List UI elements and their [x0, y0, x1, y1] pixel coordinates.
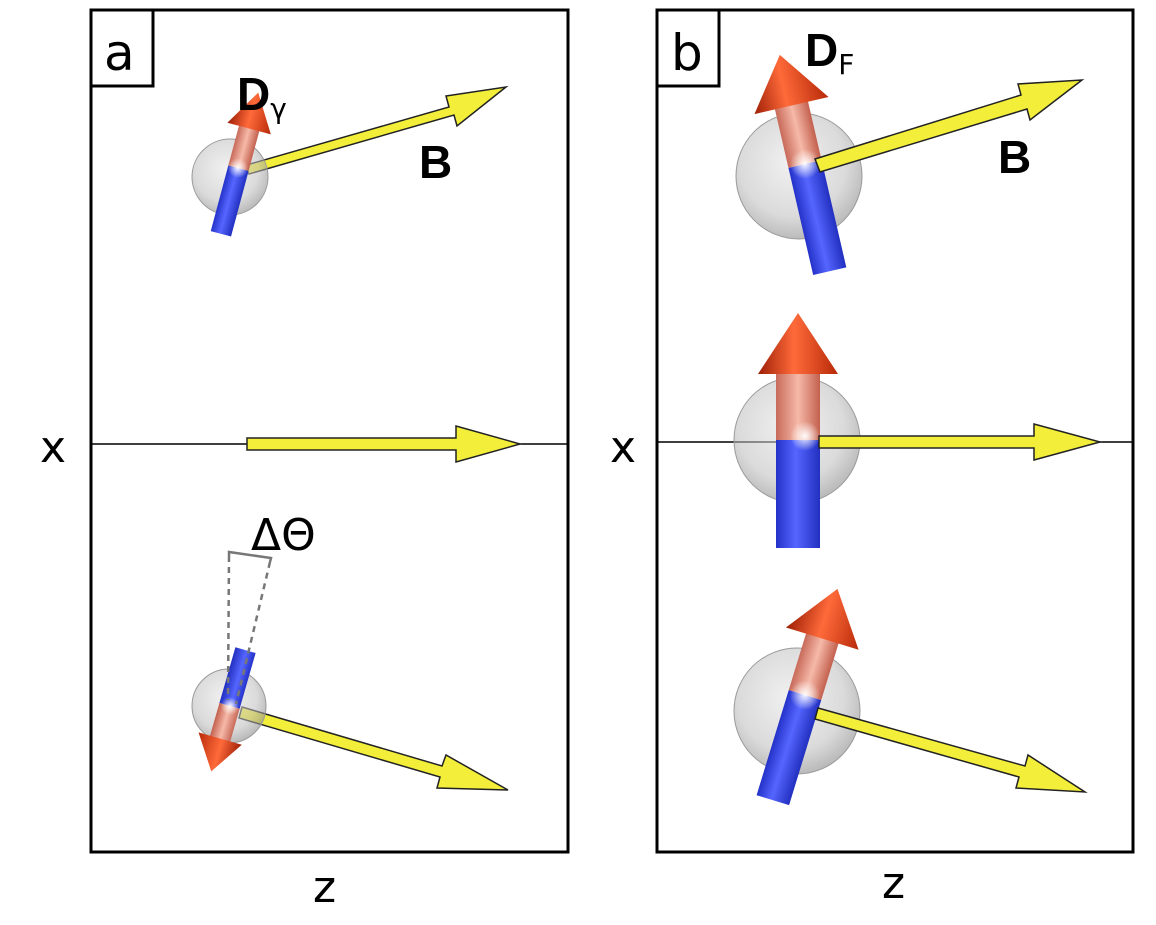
panel-b-dipole-bottom-blue	[756, 690, 822, 806]
panel-b: b x z	[610, 8, 1135, 909]
panel-a-dipole-symbol: D	[237, 68, 270, 120]
panel-a-field-arrow-top	[241, 85, 509, 175]
panel-a-dipole-subscript: γ	[270, 92, 287, 125]
panel-b-tag: b	[671, 24, 703, 82]
panel-b-field-arrow-middle	[818, 423, 1103, 461]
panel-b-dipole-top-blue	[788, 160, 847, 276]
panel-b-x-axis-label: x	[610, 422, 636, 473]
panel-a-dipole-top	[191, 92, 271, 237]
panel-a-tag: a	[104, 24, 135, 82]
panel-a-dipole-top-arrowhead	[227, 92, 271, 135]
panel-b-field-arrow-bottom	[814, 707, 1088, 793]
panel-b-dipole-label: DF	[805, 24, 854, 81]
panel-a-dipole-bottom-arrowhead	[198, 732, 242, 772]
panel-b-dipole-symbol: D	[805, 24, 838, 76]
panel-a-z-axis-label: z	[313, 862, 336, 913]
panel-a-field-arrow-middle	[246, 425, 523, 463]
panel-b-dipole-bottom-arrowhead	[785, 588, 859, 650]
panel-b-dipole-subscript: F	[838, 48, 854, 81]
panel-a-angle-label: ΔΘ	[251, 510, 316, 561]
panel-a-field-arrow-bottom	[238, 706, 509, 791]
panel-b-dipole-middle-arrowhead	[758, 313, 838, 374]
panel-b-dipole-middle	[733, 313, 861, 548]
panel-a-angle-indicator	[226, 550, 273, 705]
panel-a-dipole-top-blue	[210, 165, 249, 237]
panel-a-x-axis-label: x	[40, 422, 66, 473]
panel-a-tag-box	[89, 8, 155, 88]
panel-b-field-label: B	[998, 131, 1031, 183]
panel-b-dipole-top	[735, 54, 863, 276]
panel-b-field-arrow-top	[814, 79, 1085, 173]
panel-a-frame	[89, 8, 570, 854]
panel-b-dipole-top-arrowhead	[754, 54, 829, 115]
panel-b-z-axis-label: z	[882, 858, 905, 909]
panel-a-field-label: B	[419, 136, 452, 188]
panel-a: a x z	[40, 8, 570, 913]
panel-a-dipole-label: Dγ	[237, 68, 287, 125]
panel-b-tag-box	[655, 8, 721, 88]
panel-b-dipole-bottom	[733, 588, 861, 806]
panel-b-dipole-middle-blue	[776, 440, 820, 548]
